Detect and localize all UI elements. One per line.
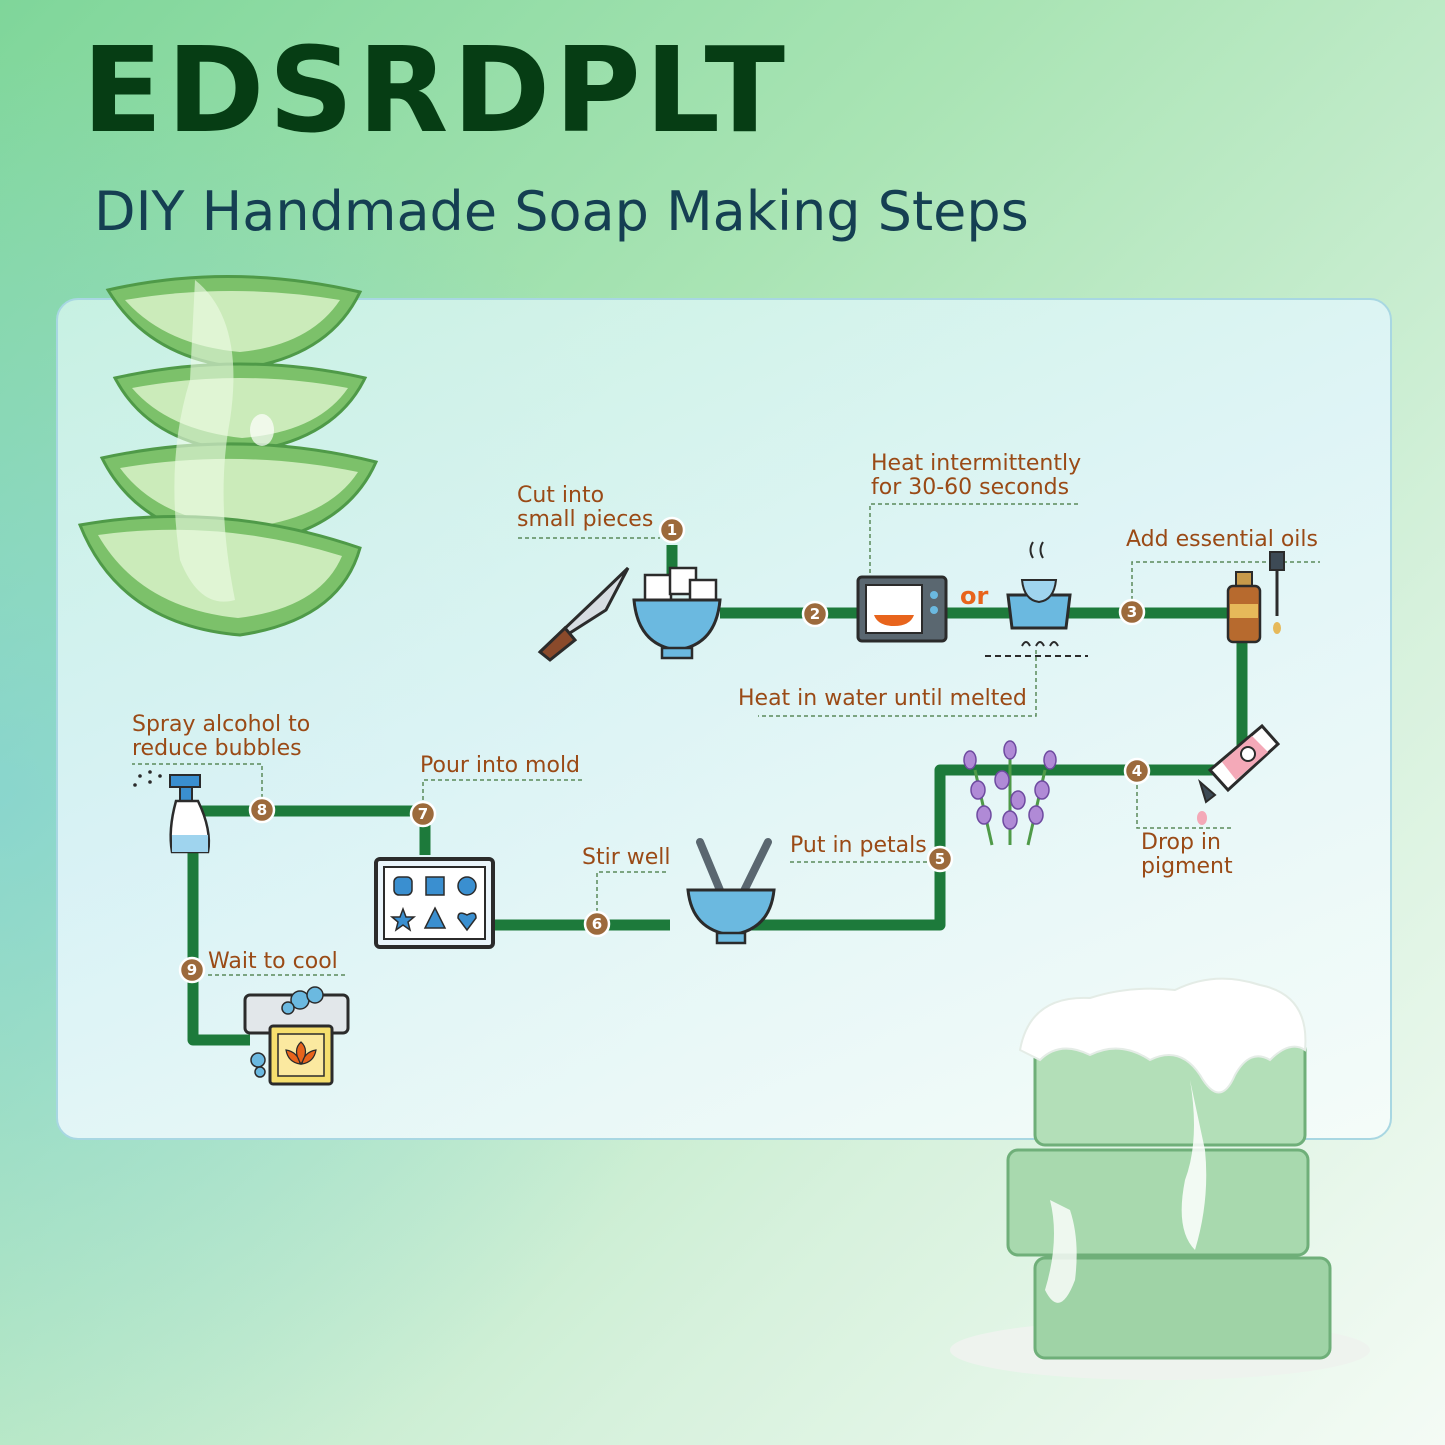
step-2-label: Heat intermittently for 30-60 seconds [871,451,1082,500]
step-3-label: Add essential oils [1126,527,1318,552]
lavender-icon [963,740,1057,846]
stir-bowl-icon [686,838,776,945]
brand-title: EDSRDPLT [82,21,789,159]
svg-text:3: 3 [1127,603,1137,621]
or-label: or [960,582,989,610]
spray-bottle-icon [133,770,211,854]
step-badge-7: 7 [409,800,437,828]
svg-text:7: 7 [418,805,428,823]
double-boiler-icon [985,541,1088,657]
svg-text:6: 6 [592,915,602,933]
step-9-label: Wait to cool [208,949,338,974]
svg-text:4: 4 [1132,762,1142,780]
step-badge-3: 3 [1118,598,1146,626]
soap-bars-image [950,977,1370,1380]
step-7-label: Pour into mold [420,753,581,778]
svg-text:8: 8 [257,801,267,819]
step-4-label: Drop in pigment [1141,830,1233,879]
svg-text:2: 2 [810,605,820,623]
step-badge-6: 6 [583,910,611,938]
svg-text:9: 9 [187,961,197,979]
leader-lines [132,503,1320,976]
aloe-vera-image [77,274,379,637]
step-6-label: Stir well [582,845,671,870]
microwave-icon [856,575,948,643]
oil-bottle-dropper-icon [1226,551,1285,644]
finished-soap-icon [243,986,350,1086]
step-badge-9: 9 [178,956,206,984]
svg-text:5: 5 [935,850,945,868]
page-subtitle: DIY Handmade Soap Making Steps [94,180,1029,243]
step-1-label: Cut into small pieces [517,483,654,532]
step-8-label: Spray alcohol to reduce bubbles [132,712,311,761]
step-badge-8: 8 [248,796,276,824]
step-badge-2: 2 [801,600,829,628]
knife-and-bowl-icon [537,566,722,662]
svg-text:1: 1 [667,521,677,539]
step-badges: 1 2 3 4 5 6 7 8 9 [178,516,1151,984]
soap-mold-icon [374,857,495,949]
step-2-alt-label: Heat in water until melted [738,686,1027,711]
pigment-tube-icon [1197,723,1281,825]
step-5-label: Put in petals [790,833,927,858]
step-badge-1: 1 [658,516,686,544]
step-badge-5: 5 [926,845,954,873]
step-badge-4: 4 [1123,757,1151,785]
